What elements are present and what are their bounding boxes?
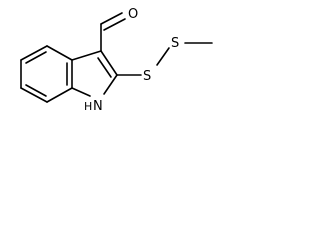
- bond-cho-o-double: [103, 18, 126, 31]
- bond-n1-c7a: [71, 87, 91, 97]
- bond-benzene-c6-c7: [20, 87, 48, 103]
- sulfur-label-1: S: [143, 69, 151, 84]
- bond-benzene-c3a-c4: [46, 45, 73, 61]
- bond-cho-o: [100, 12, 123, 25]
- nitrogen-hydrogen-label: H: [84, 100, 92, 113]
- nitrogen-label: N: [93, 99, 103, 114]
- bond-benzene-inner-2: [25, 84, 47, 97]
- oxygen-label: O: [128, 7, 138, 22]
- bond-benzene-c4-c5: [20, 45, 48, 61]
- sulfur-label-2: S: [171, 36, 179, 51]
- bond-benzene-inner-1: [25, 51, 47, 64]
- bond-s1-s2: [156, 47, 170, 66]
- bond-c3-c2-double: [97, 57, 112, 78]
- bond-c3a-c3: [71, 50, 102, 61]
- structure-canvas: O S S N H: [0, 0, 238, 138]
- bond-c3-c2: [100, 50, 118, 76]
- bond-benzene-c7-c7a: [46, 87, 73, 103]
- molecule-structure: O S S N H: [20, 7, 213, 114]
- bond-c2-n1: [103, 74, 118, 95]
